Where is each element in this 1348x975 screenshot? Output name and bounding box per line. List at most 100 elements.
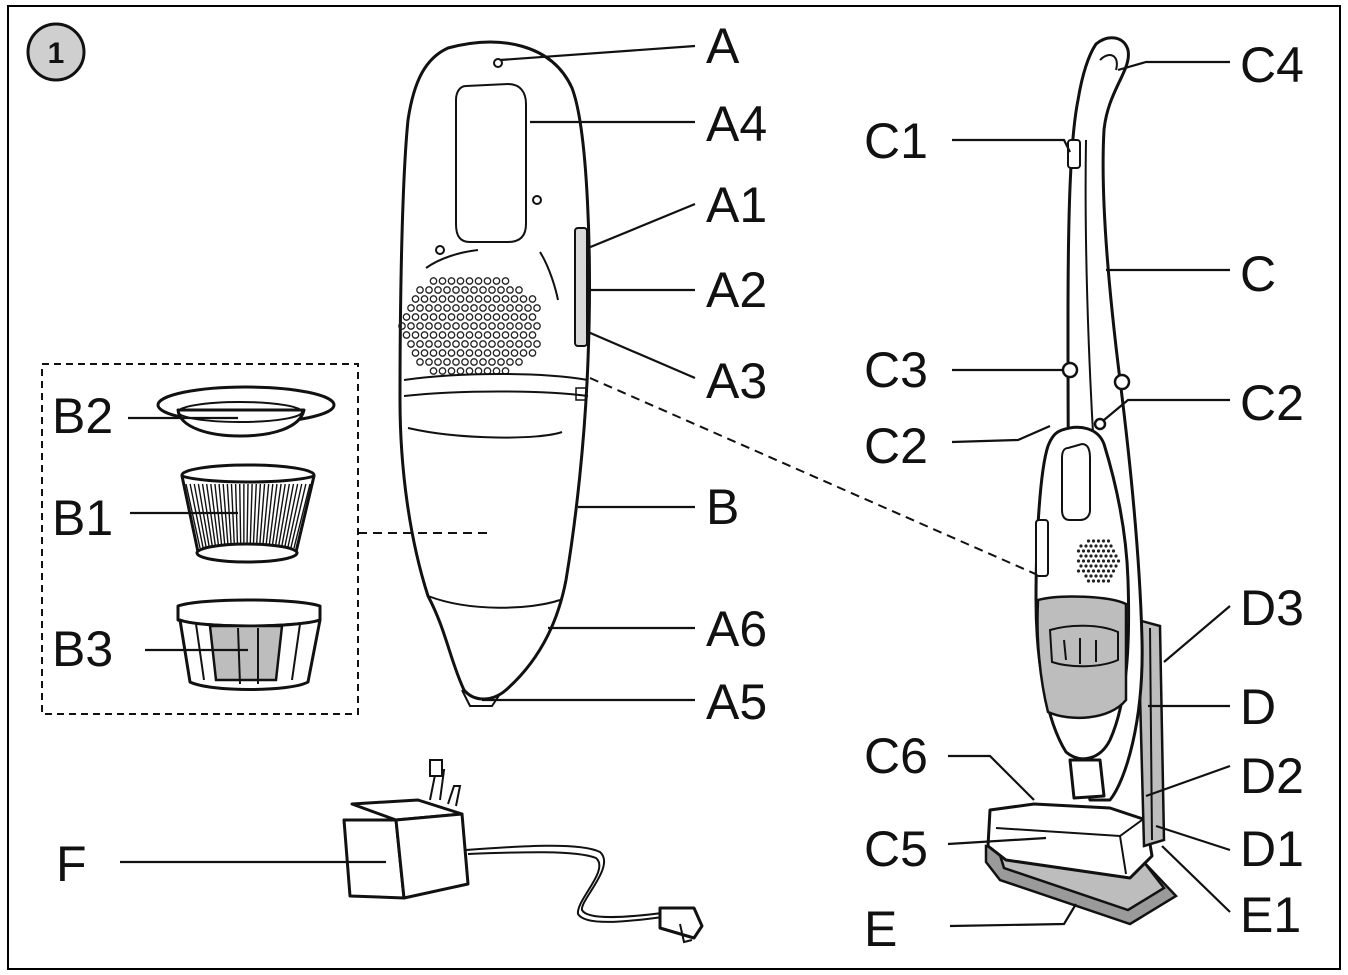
floor-nozzle bbox=[986, 802, 1154, 880]
label-C: C bbox=[1240, 246, 1276, 302]
label-C1: C1 bbox=[864, 113, 928, 169]
grille-hole bbox=[425, 340, 433, 348]
mini-grille-hole bbox=[1089, 564, 1093, 568]
grille-hole bbox=[447, 349, 456, 357]
grille-hole bbox=[452, 322, 460, 330]
mini-grille-hole bbox=[1116, 559, 1121, 563]
filter-leader-lines bbox=[128, 416, 248, 652]
grille-hole bbox=[443, 322, 451, 330]
mini-grille-hole bbox=[1081, 549, 1086, 553]
grille-hole bbox=[483, 295, 492, 303]
grille-hole bbox=[434, 286, 442, 294]
grille-hole bbox=[497, 322, 505, 330]
grille-hole bbox=[429, 331, 438, 339]
tube-trigger bbox=[1067, 139, 1081, 169]
pleat-line bbox=[185, 483, 201, 549]
pleat-line bbox=[283, 483, 299, 549]
stick-vacuum bbox=[984, 36, 1178, 926]
pleat-line bbox=[239, 483, 242, 549]
connection-dashed-line bbox=[589, 377, 1041, 577]
mini-grille-hole bbox=[1106, 549, 1111, 553]
grille-hole bbox=[407, 340, 415, 348]
pleat-line bbox=[265, 483, 274, 549]
label-D3: D3 bbox=[1240, 580, 1304, 636]
leader-C6 bbox=[948, 754, 1035, 801]
mounted-handheld-grille bbox=[1076, 539, 1121, 583]
pleat-line bbox=[230, 483, 236, 549]
grille-hole bbox=[470, 286, 478, 294]
container-rim-line bbox=[403, 390, 589, 397]
grille-hole bbox=[452, 304, 460, 312]
mini-grille-hole bbox=[1101, 559, 1106, 563]
top-dot bbox=[493, 58, 503, 68]
figure-frame bbox=[7, 5, 1341, 970]
handheld-body bbox=[398, 40, 591, 701]
leader-E bbox=[949, 903, 1077, 928]
grille-hole bbox=[407, 304, 415, 312]
label-E: E bbox=[864, 901, 897, 957]
grille-hole bbox=[429, 367, 438, 375]
grille-hole bbox=[483, 313, 492, 321]
grille-hole bbox=[488, 340, 496, 348]
label-B2: B2 bbox=[52, 388, 113, 444]
grille-hole bbox=[452, 358, 460, 366]
leader-A bbox=[499, 44, 696, 62]
grille-hole bbox=[515, 286, 523, 294]
mini-grille-hole bbox=[1094, 554, 1098, 558]
leader-D1 bbox=[1155, 824, 1231, 852]
grille-hole bbox=[479, 322, 487, 330]
grille-hole bbox=[515, 304, 523, 312]
grille-hole bbox=[447, 295, 456, 303]
mini-grille-hole bbox=[1101, 549, 1106, 553]
pleat-line bbox=[261, 483, 270, 549]
pleat-line bbox=[274, 483, 286, 549]
pleat-line bbox=[246, 483, 249, 549]
mini-grille-hole bbox=[1081, 569, 1086, 573]
grille-hole bbox=[474, 277, 483, 285]
grille-hole bbox=[470, 340, 478, 348]
pleat-line bbox=[249, 483, 253, 549]
leader-C2-left bbox=[951, 424, 1051, 444]
label-A2: A2 bbox=[706, 262, 767, 318]
label-A6: A6 bbox=[706, 601, 767, 657]
mini-grille-hole bbox=[1109, 564, 1113, 568]
grille-hole bbox=[434, 304, 442, 312]
mini-grille-hole bbox=[1086, 549, 1091, 553]
grille-hole bbox=[425, 358, 433, 366]
pleat-line bbox=[290, 483, 307, 549]
grille-hole bbox=[474, 295, 483, 303]
grille-hole bbox=[416, 322, 424, 330]
handle-window bbox=[455, 82, 527, 243]
grille-hole bbox=[434, 340, 442, 348]
grille-hole bbox=[515, 322, 523, 330]
figure-number: 1 bbox=[48, 37, 65, 70]
side-dot bbox=[532, 195, 542, 205]
pleat-line bbox=[205, 483, 217, 549]
grille-hole bbox=[479, 286, 487, 294]
grille-hole bbox=[438, 277, 447, 285]
pleat-line bbox=[277, 483, 291, 549]
part-labels: A A4 A1 A2 A3 B A6 A5 B2 B1 B3 F C4 C1 C… bbox=[52, 18, 1304, 957]
grille-hole bbox=[411, 349, 420, 357]
mini-grille-hole bbox=[1084, 564, 1088, 568]
grille-hole bbox=[497, 358, 505, 366]
grille-hole bbox=[438, 313, 447, 321]
grille-hole bbox=[429, 313, 438, 321]
grille-hole bbox=[416, 340, 424, 348]
grille-hole bbox=[501, 277, 510, 285]
grille-hole bbox=[492, 277, 501, 285]
grille-hole bbox=[492, 295, 501, 303]
mini-grille-hole bbox=[1076, 559, 1081, 563]
grille-hole bbox=[447, 277, 456, 285]
mini-grille-hole bbox=[1094, 574, 1098, 578]
label-D1: D1 bbox=[1240, 821, 1304, 877]
pleat-line bbox=[293, 483, 311, 549]
mini-grille-hole bbox=[1091, 559, 1096, 563]
label-C6: C6 bbox=[864, 728, 928, 784]
filter-cover bbox=[156, 385, 336, 438]
mini-grille-hole bbox=[1106, 569, 1111, 573]
mini-grille-hole bbox=[1091, 579, 1096, 583]
pleat-line bbox=[189, 483, 204, 549]
grille-hole bbox=[488, 304, 496, 312]
filter-holder bbox=[176, 598, 322, 691]
